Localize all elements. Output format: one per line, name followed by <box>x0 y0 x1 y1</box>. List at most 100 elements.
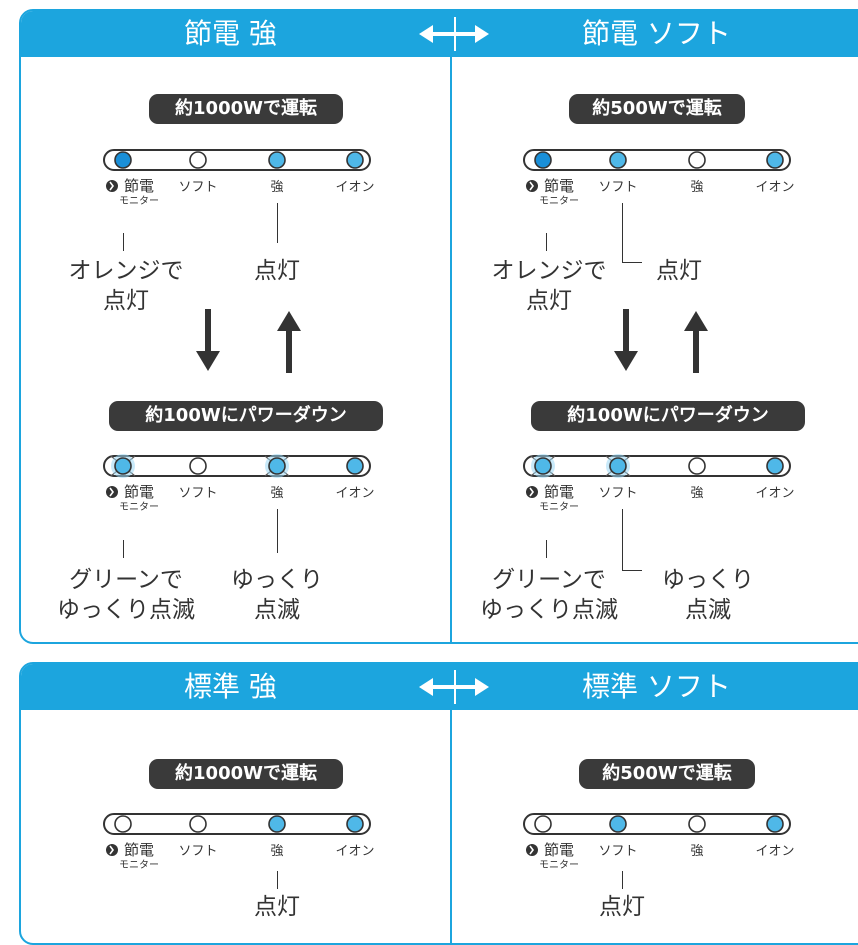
saving-lamp <box>534 151 552 169</box>
ion-label: イオン <box>335 844 374 859</box>
saving-sub-label: モニター <box>119 195 159 207</box>
ion-label: イオン <box>755 844 794 859</box>
strong-lamp-status: 点灯 <box>254 894 300 920</box>
ion-label: イオン <box>335 486 374 501</box>
strong-label: 強 <box>270 844 283 859</box>
eco-power-icon <box>106 844 118 856</box>
eco-mode-panel: 節電 強 節電 ソフト 約1000Wで運転 節電モニターソフト強イオン オレンジ… <box>19 9 858 644</box>
leader-line <box>277 509 278 553</box>
double-arrow-icon <box>419 670 489 704</box>
status-text: ゆっくり点滅 <box>662 567 754 623</box>
leader-line <box>622 509 623 571</box>
strong-lamp <box>268 815 286 833</box>
lamp-circle <box>766 457 784 475</box>
eco-icon-mark <box>529 487 534 497</box>
saving-label: 節電 <box>544 841 574 859</box>
lamp-circle <box>688 151 706 169</box>
arrow-down-icon <box>196 309 220 371</box>
lamp-circle <box>268 151 286 169</box>
lamp-panel: 節電モニターソフト強イオン <box>523 454 795 513</box>
soft-lamp <box>609 815 627 833</box>
status-text: グリーンでゆっくり点滅 <box>57 567 195 623</box>
strong-label: 強 <box>690 844 703 859</box>
lamp-panel: 節電モニターソフト強イオン <box>103 149 375 207</box>
lamp-panel: 節電モニターソフト強イオン <box>103 813 375 871</box>
saving-lamp <box>534 815 552 833</box>
soft-label: ソフト <box>178 486 217 501</box>
lamp-circle <box>268 815 286 833</box>
power-down-badge: 約100Wにパワーダウン <box>109 401 383 431</box>
status-text: オレンジで点灯 <box>491 258 607 314</box>
soft-lamp <box>605 454 631 478</box>
arrow-up-icon <box>277 311 301 373</box>
saving-sub-label: モニター <box>119 501 159 513</box>
eco-icon-mark <box>109 845 114 855</box>
mode-title-eco-soft: 節電 ソフト <box>582 17 731 50</box>
lamp-circle <box>346 815 364 833</box>
soft-label: ソフト <box>178 180 217 195</box>
lamp-circle <box>766 815 784 833</box>
lamp-circle <box>268 457 286 475</box>
soft-lamp <box>189 151 207 169</box>
mode-title-standard-strong: 標準 強 <box>184 670 277 703</box>
eco-power-icon <box>526 486 538 498</box>
lamp-circle <box>114 457 132 475</box>
strong-label: 強 <box>270 486 283 501</box>
ion-lamp <box>346 151 364 169</box>
lamp-circle <box>609 815 627 833</box>
lamp-circle <box>688 815 706 833</box>
lamp-circle <box>609 151 627 169</box>
saving-sub-label: モニター <box>539 501 579 513</box>
ion-label: イオン <box>755 486 794 501</box>
soft-label: ソフト <box>598 844 637 859</box>
status-text: グリーンでゆっくり点滅 <box>480 567 618 623</box>
soft-label: ソフト <box>598 180 637 195</box>
panel-header: 標準 強 標準 ソフト <box>21 664 858 710</box>
lamp-circle <box>534 457 552 475</box>
lamp-circle <box>114 815 132 833</box>
ion-lamp <box>766 457 784 475</box>
ion-lamp <box>766 815 784 833</box>
lamp-circle <box>189 151 207 169</box>
strong-lamp <box>264 454 290 478</box>
lamp-circle <box>346 457 364 475</box>
strong-label: 強 <box>690 180 703 195</box>
ion-lamp <box>346 815 364 833</box>
ion-lamp <box>346 457 364 475</box>
lamp-circle <box>766 151 784 169</box>
lamp-bar <box>103 455 371 477</box>
status-text: オレンジで点灯 <box>68 258 184 314</box>
double-arrow-icon <box>419 17 489 51</box>
leader-line <box>277 871 278 889</box>
saving-lamp <box>114 815 132 833</box>
eco-power-icon <box>526 180 538 192</box>
lamp-bar <box>523 455 791 477</box>
power-down-badge: 約100Wにパワーダウン <box>531 401 805 431</box>
eco-power-icon <box>106 180 118 192</box>
saving-label: 節電 <box>124 841 154 859</box>
lamp-circle <box>189 815 207 833</box>
strong-lamp <box>268 151 286 169</box>
leader-line <box>277 203 278 243</box>
ion-label: イオン <box>335 180 374 195</box>
leader-line <box>622 262 642 263</box>
leader-line <box>622 871 623 889</box>
eco-icon-mark <box>529 845 534 855</box>
saving-label: 節電 <box>124 483 154 501</box>
saving-lamp <box>110 454 136 478</box>
strong-lamp <box>688 151 706 169</box>
saving-lamp-status: グリーンでゆっくり点滅 <box>46 565 206 625</box>
lamp-circle <box>534 151 552 169</box>
saving-label: 節電 <box>544 177 574 195</box>
run-wattage-badge: 約500Wで運転 <box>579 759 755 789</box>
lamp-panel: 節電モニターソフト強イオン <box>523 813 795 871</box>
ion-lamp <box>766 151 784 169</box>
saving-sub-label: モニター <box>539 195 579 207</box>
eco-power-icon <box>106 486 118 498</box>
soft-lamp-status: ゆっくり点滅 <box>643 565 773 625</box>
saving-lamp <box>114 151 132 169</box>
mode-title-eco-strong: 節電 強 <box>184 17 277 50</box>
leader-line <box>546 540 547 558</box>
lamp-circle <box>346 151 364 169</box>
leader-line <box>622 203 623 263</box>
